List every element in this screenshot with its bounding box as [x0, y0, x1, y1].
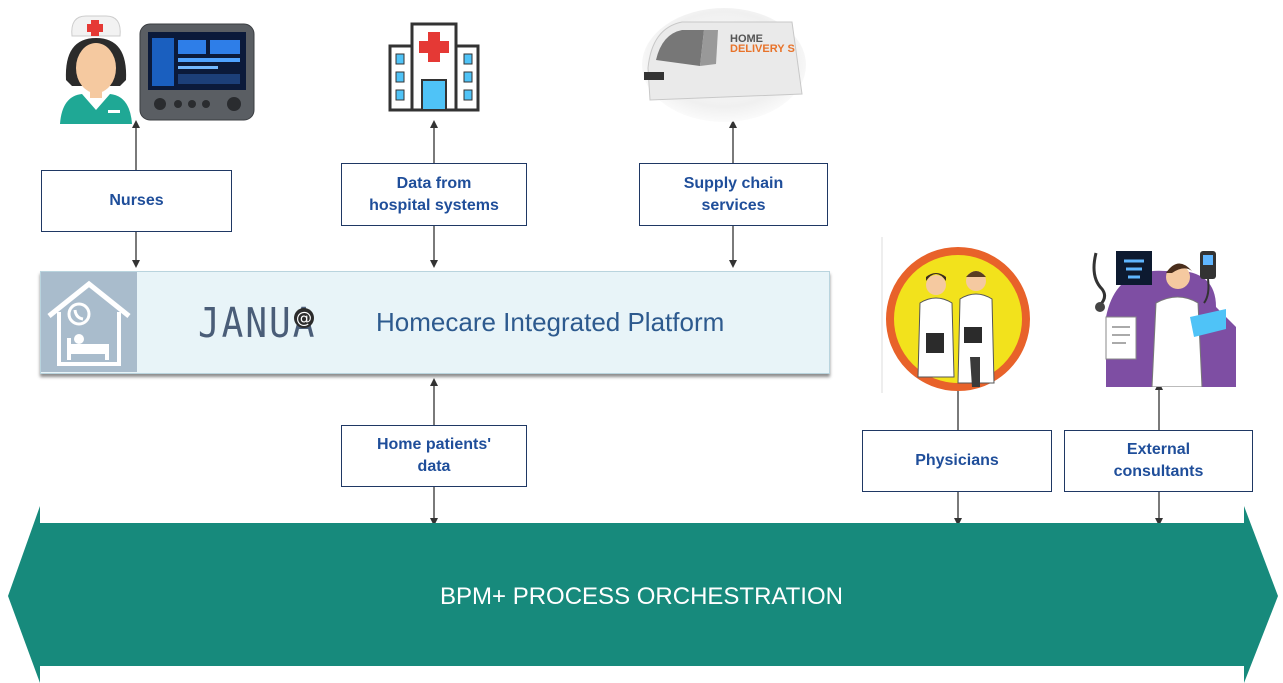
- orchestration-banner-arrow: [8, 506, 1278, 683]
- homecare-platform-bar: [40, 271, 830, 374]
- home-care-icon: [41, 272, 137, 372]
- external-consultants-label: External consultants: [1064, 430, 1253, 492]
- hospital-data-label: Data from hospital systems: [341, 163, 527, 226]
- van-lettering: HOME DELIVERY S: [730, 33, 795, 55]
- consultant-icon: [1092, 251, 1236, 387]
- platform-title: Homecare Integrated Platform: [376, 307, 725, 337]
- physicians-icon: [881, 237, 1030, 393]
- orchestration-banner-label: BPM+ PROCESS ORCHESTRATION: [440, 583, 843, 610]
- at-symbol-icon: @: [294, 308, 314, 328]
- nurses-label: Nurses: [41, 170, 232, 232]
- physicians-label: Physicians: [862, 430, 1052, 492]
- home-patients-label: Home patients' data: [341, 425, 527, 487]
- patient-monitor-icon: [139, 23, 255, 121]
- janua-logo: JANUA @: [198, 300, 317, 348]
- delivery-van-icon: HOME DELIVERY S: [642, 8, 806, 122]
- supply-chain-label: Supply chain services: [639, 163, 828, 226]
- nurse-icon: [60, 15, 132, 124]
- hospital-icon: [388, 22, 480, 112]
